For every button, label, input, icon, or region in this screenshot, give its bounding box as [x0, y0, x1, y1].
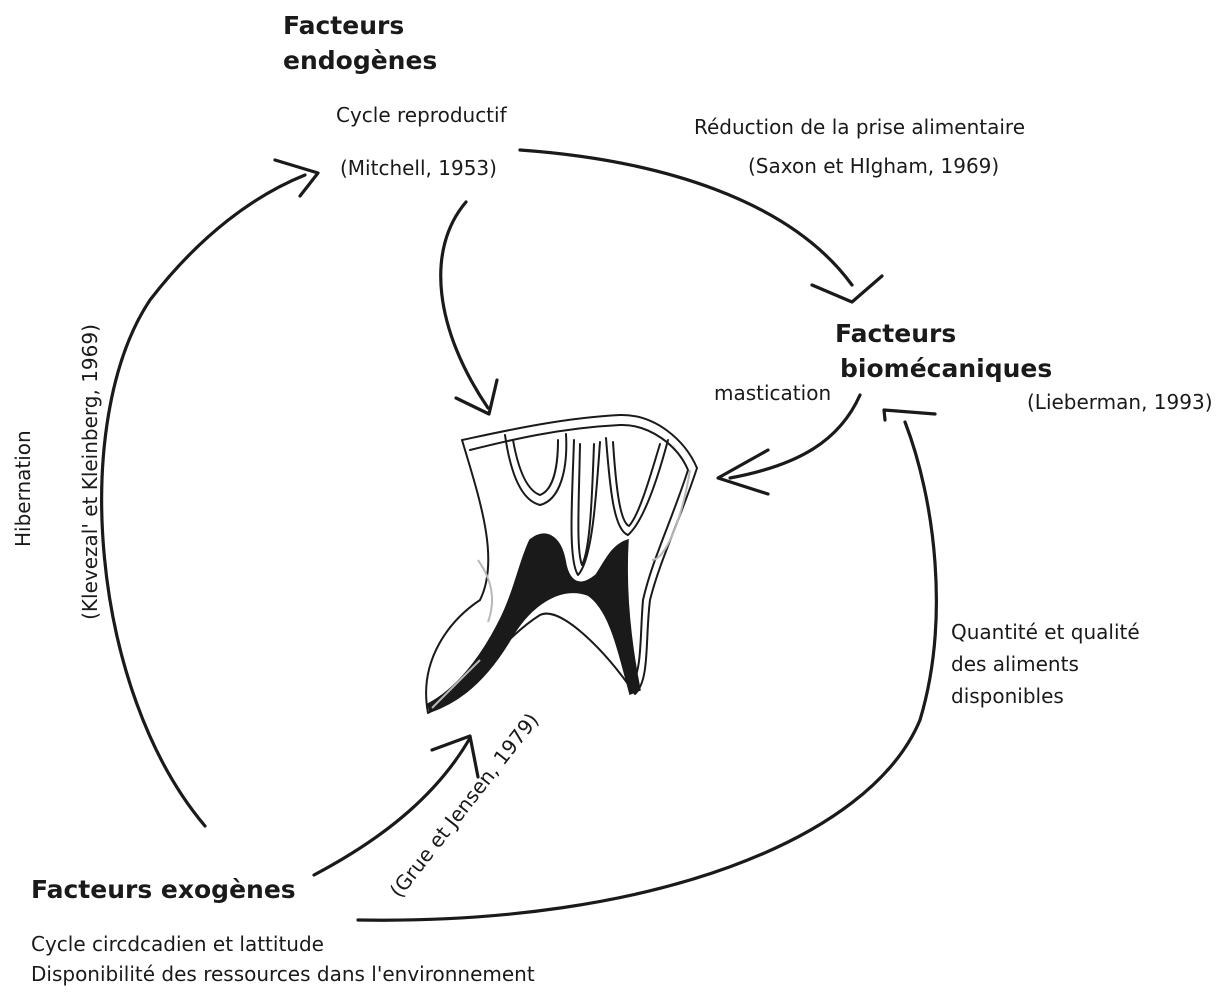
exogenous-line2: Disponibilité des ressources dans l'envi…	[31, 964, 535, 984]
exogenous-title: Facteurs exogènes	[31, 877, 296, 902]
endogenous-ref-label: (Mitchell, 1953)	[340, 158, 497, 178]
endogenous-title-line2: endogènes	[283, 48, 437, 73]
food-reduction-ref-label: (Saxon et HIgham, 1969)	[748, 156, 999, 176]
hibernation-ref-label: (Klevezal' et Kleinberg, 1969)	[80, 322, 100, 622]
endogenous-factor-label: Cycle reproductif	[336, 105, 507, 125]
food-quantity-line3: disponibles	[951, 686, 1064, 706]
arrow-biomechanical-to-tooth	[718, 395, 860, 494]
food-quantity-line1: Quantité et qualité	[951, 622, 1140, 642]
arrow-exogenous-to-endogenous	[102, 160, 318, 826]
arrow-endogenous-to-tooth	[441, 202, 497, 414]
exogenous-line1: Cycle circdcadien et lattitude	[31, 934, 324, 954]
food-quantity-line2: des aliments	[951, 654, 1079, 674]
food-reduction-label: Réduction de la prise alimentaire	[694, 117, 1025, 137]
tooth-cross-section-icon	[426, 415, 697, 713]
hibernation-label: Hibernation	[13, 437, 33, 547]
mastication-label: mastication	[714, 383, 831, 403]
endogenous-title-line1: Facteurs	[283, 13, 404, 38]
biomechanical-title-line1: Facteurs	[835, 321, 956, 346]
biomechanical-ref-label: (Lieberman, 1993)	[1027, 392, 1213, 412]
biomechanical-title-line2: biomécaniques	[840, 356, 1052, 381]
